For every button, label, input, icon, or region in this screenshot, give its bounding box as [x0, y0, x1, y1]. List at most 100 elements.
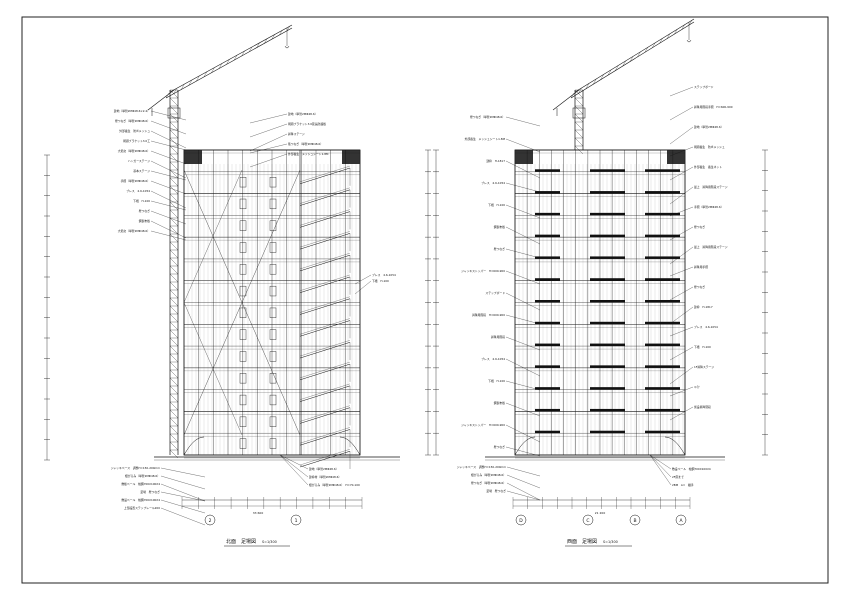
sheet-frame — [21, 16, 829, 584]
callout-label: 外部養生 防炎メッシュ — [119, 129, 150, 133]
callout-label: ｺﾝﾃﾅ — [694, 385, 700, 389]
callout-label: 鋼製布板 — [139, 219, 150, 223]
window — [239, 242, 247, 253]
callout-label: 建枠 H-1817 — [694, 305, 713, 309]
balcony-slab — [535, 300, 560, 303]
window — [239, 394, 247, 406]
west-scale: S=1/300 — [603, 540, 618, 544]
callout-label: ブレス 4.6-1054 — [481, 181, 505, 185]
balcony-slab — [535, 256, 560, 259]
north-grid-mark: 1 — [295, 518, 298, 524]
callout-label: 敷設ベール 幅鋼700X100X4 — [121, 498, 160, 502]
balcony-slab — [535, 212, 560, 216]
callout-label: 鋼製布板 — [494, 401, 505, 405]
callout-label: ジャッキベース 調整H=150-200mm — [457, 465, 507, 469]
window — [239, 373, 247, 384]
balcony-slab — [535, 343, 560, 347]
balcony-slab — [590, 256, 625, 259]
window — [269, 198, 277, 210]
window — [269, 351, 277, 362]
callout-label: 1F昇降ステージ — [694, 365, 714, 369]
window — [239, 285, 247, 297]
balcony-slab — [645, 387, 680, 390]
callout-label: 朝顔ブラケット3.0延長防護板 — [288, 122, 326, 126]
balcony-slab — [645, 300, 680, 303]
balcony-slab — [535, 430, 560, 434]
balcony-slab — [590, 365, 625, 368]
tower-crane — [552, 18, 695, 155]
callout-label: 敷板ベール 幅鋼700X100X4 — [121, 482, 160, 486]
balcony-slab — [645, 191, 680, 194]
grid-bubble — [582, 514, 594, 526]
callout-label: 根がらみ（単管2MΦ48.6） — [471, 473, 506, 477]
balcony-slab — [535, 387, 560, 390]
tower-crane — [147, 24, 293, 459]
north-caption: 北面 足場図 — [226, 538, 256, 545]
callout-label: 大筋交（単管2MΦ48.6） — [118, 229, 150, 233]
balcony-slab — [535, 365, 560, 368]
callout-label: 鋼製布板 — [494, 225, 505, 229]
north-caption-block: 北面 足場図 S=1/300 2 1 33 600 — [209, 511, 298, 547]
callout-label: 外部養生 メッシュシート1.8M — [465, 137, 506, 141]
callout-label: 下桟 H-100 — [694, 345, 711, 349]
grid-bubble — [515, 514, 527, 526]
callout-label: ブレス 4.6-1054 — [372, 273, 396, 277]
callout-label: ブレス 4.6-1054 — [694, 325, 718, 329]
window — [269, 329, 277, 340]
west-caption-block: 西面 足場図 S=1/300 D C B A 21 200 — [519, 511, 683, 547]
north-scale: S=1/300 — [262, 540, 277, 544]
window — [269, 242, 277, 253]
window — [239, 198, 247, 210]
balcony-slab — [590, 300, 625, 303]
callout-label: 下桟 H-100 — [488, 203, 505, 207]
west-grid-mark: B — [633, 518, 636, 524]
callout-label: 壁つなぎ（単管2MΦ48.6） — [470, 115, 505, 119]
roof-parapet — [184, 150, 202, 164]
callout-label: 仮設昇降階段 — [694, 405, 711, 409]
callout-label: 建枠材（単管2MΦ48.6） — [309, 475, 341, 479]
balcony-slab — [590, 321, 625, 325]
balcony-slab — [590, 234, 625, 238]
callout-label: 壁つなぎ（単管2MΦ48.6） — [471, 481, 506, 485]
callout-label: 最上 昇降用階段ステージ — [694, 245, 728, 249]
balcony-slab — [590, 387, 625, 390]
balcony-slab — [645, 430, 680, 434]
callout-label: 朝顔ブラケット3.0工 — [123, 139, 150, 143]
balcony-slab — [590, 169, 625, 172]
balcony-slab — [590, 278, 625, 281]
balcony-slab — [645, 408, 680, 412]
balcony-slab — [535, 169, 560, 172]
base-brace — [183, 436, 205, 456]
callout-label: 下桟 H-100 — [133, 199, 150, 203]
callout-label: 壁つなぎ — [139, 209, 150, 213]
callout-label: 昇降用階段 H=600-900 — [472, 313, 505, 317]
callout-label: 手摺（単管2MΦ48.6） — [121, 179, 150, 183]
callout-label: 敷設ベール 幅鋼700X100X4 — [672, 467, 711, 471]
balcony-slab — [645, 321, 680, 325]
callout-label: 根がらみ（単管2MΦ48.6） — [125, 474, 160, 478]
balcony-slab — [535, 191, 560, 194]
balcony-slab — [535, 408, 560, 412]
balcony-slab — [645, 256, 680, 259]
west-grid-mark: A — [679, 518, 683, 524]
callout-label: 建枠 H-1817 — [486, 159, 505, 163]
callout-label: 外部養生 養生ネット — [694, 165, 722, 169]
callout-label: 建地（単管2MΦ48.6） — [309, 467, 338, 471]
base-brace — [514, 436, 536, 456]
balcony-slab — [535, 234, 560, 238]
crane-hook — [686, 39, 692, 43]
window — [269, 438, 277, 449]
north-elevation — [44, 24, 431, 526]
balcony-slab — [590, 430, 625, 434]
balcony-slab — [535, 321, 560, 325]
balcony-slab — [645, 278, 680, 281]
grid-bubble — [629, 514, 641, 526]
west-elevation — [433, 18, 768, 526]
base-brace — [664, 436, 686, 456]
west-callouts: 壁つなぎ（単管2MΦ48.6） 外部養生 メッシュシート1.8M 建枠 H-1817… — [457, 85, 733, 501]
roof-parapet — [667, 150, 685, 164]
callout-label: 足場 壁つなぎ — [140, 490, 160, 494]
roof-parapet — [515, 150, 533, 164]
balcony-slab — [645, 212, 680, 216]
balcony-slab — [590, 191, 625, 194]
